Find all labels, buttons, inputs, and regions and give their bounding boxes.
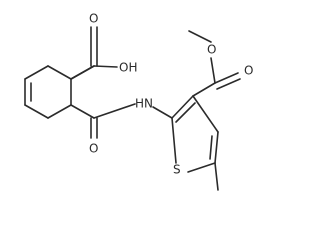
bond <box>188 30 212 43</box>
bond <box>192 82 216 97</box>
ring-double-bond <box>214 131 219 164</box>
bond <box>93 65 118 68</box>
ring-bond <box>187 162 216 173</box>
ring-double-bond <box>209 135 213 160</box>
bond <box>210 57 216 84</box>
bond <box>24 104 49 119</box>
carbonyl-bond <box>214 72 239 84</box>
bond <box>70 65 95 80</box>
ring-bond <box>192 95 219 133</box>
acid-carbonyl-oxygen-label: O <box>89 12 98 26</box>
bond <box>152 106 173 119</box>
ring-bond <box>171 95 194 119</box>
bond <box>70 104 95 119</box>
bond <box>24 65 49 80</box>
ester-carbonyl-oxygen-label: O <box>244 64 253 78</box>
ring-bond <box>171 117 177 164</box>
amide-oxygen-label: O <box>89 142 98 156</box>
amine-nh-label: HN <box>135 97 153 111</box>
bond <box>47 104 72 119</box>
chemical-structure: O OH O HN S O O <box>24 12 253 191</box>
bond <box>93 103 136 119</box>
amide-group: O HN <box>70 97 153 156</box>
carbonyl-bond <box>216 78 241 90</box>
ester-oxygen-label: O <box>207 43 216 57</box>
hydroxyl-label: OH <box>119 61 137 75</box>
methyl-bond <box>214 162 219 191</box>
thiophene-ring: S <box>152 95 219 177</box>
carboxylic-acid-group: O OH <box>70 12 137 80</box>
bond <box>47 65 72 80</box>
methyl-ester-group: O O <box>188 30 253 97</box>
sulfur-label: S <box>173 163 181 177</box>
cyclohexene-ring <box>24 65 95 119</box>
ring-double-bond <box>175 102 196 123</box>
